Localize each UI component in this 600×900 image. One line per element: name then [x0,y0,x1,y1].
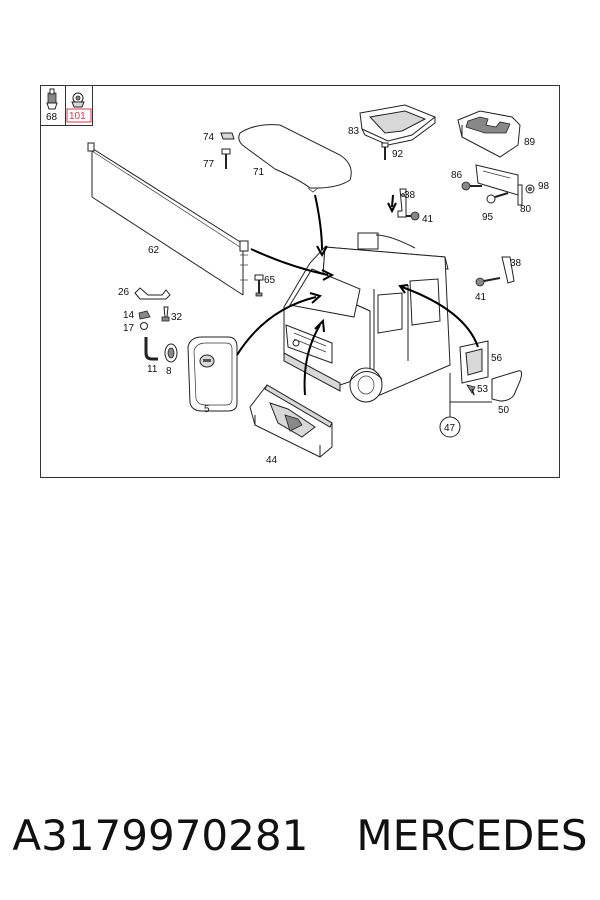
assembly-arrows [236,194,479,396]
end-cap-50 [491,370,523,402]
bracket-38-upper [397,188,407,218]
callout-17: 17 [123,323,135,334]
nut-icon-101 [71,92,85,108]
screw-53 [466,384,476,396]
screw-95 [486,192,509,204]
callout-89: 89 [524,137,536,148]
callout-95: 95 [482,212,494,223]
callout-86: 86 [451,170,463,181]
callout-50: 50 [498,405,510,416]
highlight-box-101 [66,108,92,123]
callout-41-side: 41 [475,292,487,303]
hook-rod-11 [144,337,158,361]
storage-box-89 [457,110,521,158]
callout-80: 80 [520,204,532,215]
callout-92: 92 [392,149,404,160]
callout-83: 83 [348,126,360,137]
brand-name: MERCEDES [356,810,588,860]
callout-98: 98 [538,181,550,192]
leader-47 [439,373,492,438]
part-number: A3179970281 [12,810,309,860]
bracket-26 [134,287,171,300]
callout-56: 56 [491,353,503,364]
callout-38-side: 38 [510,258,522,269]
clip-98 [525,184,535,194]
callout-32: 32 [171,312,183,323]
bracket-56 [459,340,489,384]
bracket-38-side [501,256,515,284]
screw-86 [461,181,482,191]
callout-26: 26 [118,287,130,298]
tray-83 [359,104,436,146]
part-caption: A3179970281 MERCEDES [0,800,600,870]
callout-14: 14 [123,310,135,321]
screw-92 [381,142,389,160]
clip-14 [138,310,151,320]
callout-74: 74 [203,132,215,143]
knob-8 [164,343,178,363]
screw-41-side [475,277,501,287]
callout-8: 8 [166,366,172,377]
callout-44: 44 [266,455,278,466]
nut-17 [140,322,148,330]
callout-41-upper: 41 [422,214,434,225]
callout-71: 71 [253,167,265,178]
callout-47: 47 [444,423,456,434]
screw-65 [254,274,264,297]
callout-68: 68 [46,112,58,123]
cover-panel-5 [187,336,238,412]
bracket-plate-80 [475,164,523,206]
callout-38-upper: 38 [404,190,416,201]
clip-74 [220,132,235,140]
callout-62: 62 [148,245,160,256]
callout-5: 5 [204,404,210,415]
callout-65: 65 [264,275,276,286]
screw-77 [221,148,231,169]
box-101 [65,85,93,126]
roller-blind-62 [87,142,249,296]
callout-77: 77 [203,159,215,170]
bolt-32 [161,306,170,322]
parts-diagram: 68 101 62 74 77 71 [40,85,560,478]
visor-panel-71 [238,124,352,193]
storage-bin-44 [249,384,333,458]
screw-41-upper [406,211,420,221]
callout-101: 101 [69,111,86,122]
callout-53: 53 [477,384,489,395]
clip-icon-68 [46,88,58,110]
van-illustration [283,232,451,403]
diagram-canvas: 68 101 62 74 77 71 [40,85,560,478]
callout-11: 11 [147,364,158,375]
